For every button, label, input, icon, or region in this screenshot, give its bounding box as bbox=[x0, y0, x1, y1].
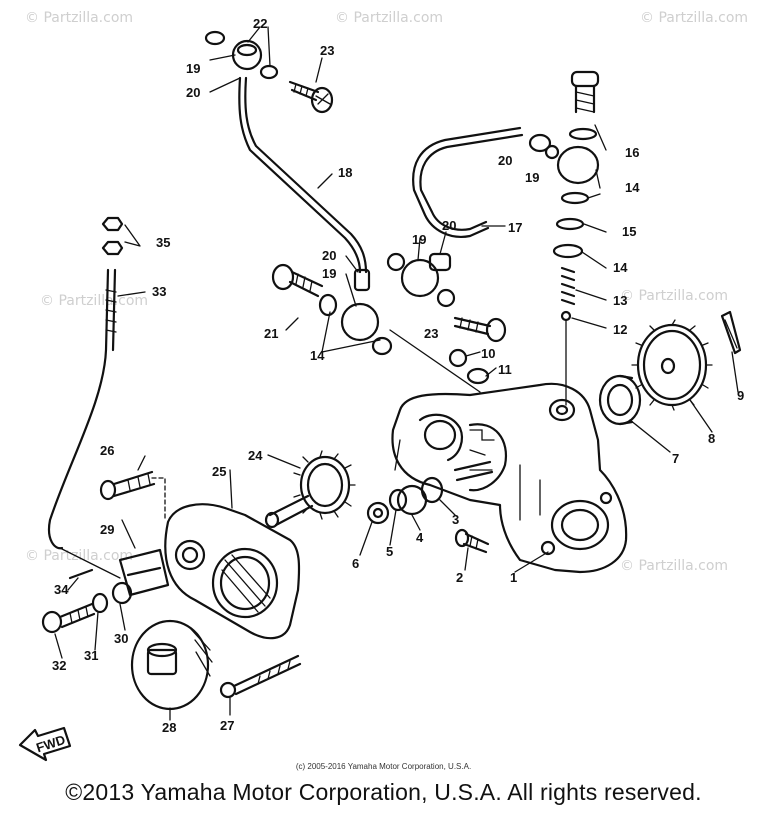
callout-20: 20 bbox=[186, 85, 200, 100]
callout-17: 17 bbox=[508, 220, 522, 235]
watermark: © Partzilla.com bbox=[25, 548, 133, 564]
callout-18: 18 bbox=[338, 165, 352, 180]
callout-20-center: 20 bbox=[322, 248, 336, 263]
oil-pipe-18 bbox=[238, 76, 368, 274]
callout-33: 33 bbox=[152, 284, 166, 299]
callout-6: 6 bbox=[352, 556, 359, 571]
callout-12: 12 bbox=[613, 322, 627, 337]
callout-29: 29 bbox=[100, 522, 114, 537]
banjo-fitting-top bbox=[204, 30, 334, 114]
control-rod-33 bbox=[47, 216, 124, 550]
cotter-pin-9 bbox=[720, 310, 742, 355]
driven-gear-8 bbox=[631, 319, 713, 411]
callout-24: 24 bbox=[248, 448, 263, 463]
callout-4: 4 bbox=[416, 530, 424, 545]
callout-30: 30 bbox=[114, 631, 128, 646]
banjo-fitting-center bbox=[271, 252, 507, 393]
callout-31: 31 bbox=[84, 648, 98, 663]
oil-pump-body bbox=[391, 382, 628, 574]
callout-34: 34 bbox=[54, 582, 69, 597]
main-copyright: ©2013 Yamaha Motor Corporation, U.S.A. A… bbox=[65, 779, 702, 805]
callout-25: 25 bbox=[212, 464, 226, 479]
watermark: © Partzilla.com bbox=[620, 558, 728, 574]
watermark: © Partzilla.com bbox=[25, 10, 133, 26]
callout-19: 19 bbox=[186, 61, 200, 76]
pump-cover-25 bbox=[164, 503, 301, 640]
callout-20-top: 20 bbox=[498, 153, 512, 168]
callout-23: 23 bbox=[320, 43, 334, 58]
callout-28: 28 bbox=[162, 720, 176, 735]
screw-27 bbox=[219, 654, 302, 699]
callout-1: 1 bbox=[510, 570, 517, 585]
callout-7: 7 bbox=[672, 451, 679, 466]
callout-20-right: 20 bbox=[442, 218, 456, 233]
rod-bracket-29 bbox=[41, 547, 170, 634]
callout-22: 22 bbox=[253, 16, 267, 31]
washers-3-6 bbox=[366, 476, 444, 525]
watermark: © Partzilla.com bbox=[640, 10, 748, 26]
callout-numbers: 1 2 3 4 5 6 7 8 9 10 11 12 13 14 15 16 1… bbox=[52, 16, 744, 735]
callout-16: 16 bbox=[625, 145, 639, 160]
watermark-layer: © Partzilla.com © Partzilla.com © Partzi… bbox=[25, 10, 748, 574]
check-valve-stack bbox=[552, 70, 600, 406]
callout-14-top: 14 bbox=[625, 180, 640, 195]
plug-28 bbox=[130, 619, 213, 711]
callout-32: 32 bbox=[52, 658, 66, 673]
fwd-arrow-icon: FWD bbox=[18, 726, 72, 762]
callout-11: 11 bbox=[498, 362, 512, 377]
bolt-26 bbox=[99, 470, 166, 521]
callout-23-center: 23 bbox=[424, 326, 438, 341]
bolt-2 bbox=[454, 528, 490, 554]
drive-gear-24 bbox=[264, 450, 356, 529]
callout-9: 9 bbox=[737, 388, 744, 403]
callout-14-center: 14 bbox=[310, 348, 325, 363]
callout-19-right: 19 bbox=[412, 232, 426, 247]
callout-2: 2 bbox=[456, 570, 463, 585]
small-copyright: (c) 2005-2016 Yamaha Motor Corporation, … bbox=[295, 762, 472, 771]
callout-19-center: 19 bbox=[322, 266, 336, 281]
callout-8: 8 bbox=[708, 431, 715, 446]
bearing-7 bbox=[598, 374, 642, 426]
callout-19-top: 19 bbox=[525, 170, 539, 185]
leader-lines bbox=[54, 26, 739, 721]
watermark: © Partzilla.com bbox=[335, 10, 443, 26]
callout-35: 35 bbox=[156, 235, 170, 250]
callout-21: 21 bbox=[264, 326, 278, 341]
watermark: © Partzilla.com bbox=[40, 293, 148, 309]
callout-26: 26 bbox=[100, 443, 114, 458]
callout-15: 15 bbox=[622, 224, 636, 239]
watermark: © Partzilla.com bbox=[620, 288, 728, 304]
callout-13: 13 bbox=[613, 293, 627, 308]
oil-pipe-17 bbox=[412, 126, 560, 238]
callout-5: 5 bbox=[386, 544, 393, 559]
callout-3: 3 bbox=[452, 512, 459, 527]
callout-14: 14 bbox=[613, 260, 628, 275]
callout-27: 27 bbox=[220, 718, 234, 733]
callout-10: 10 bbox=[481, 346, 495, 361]
